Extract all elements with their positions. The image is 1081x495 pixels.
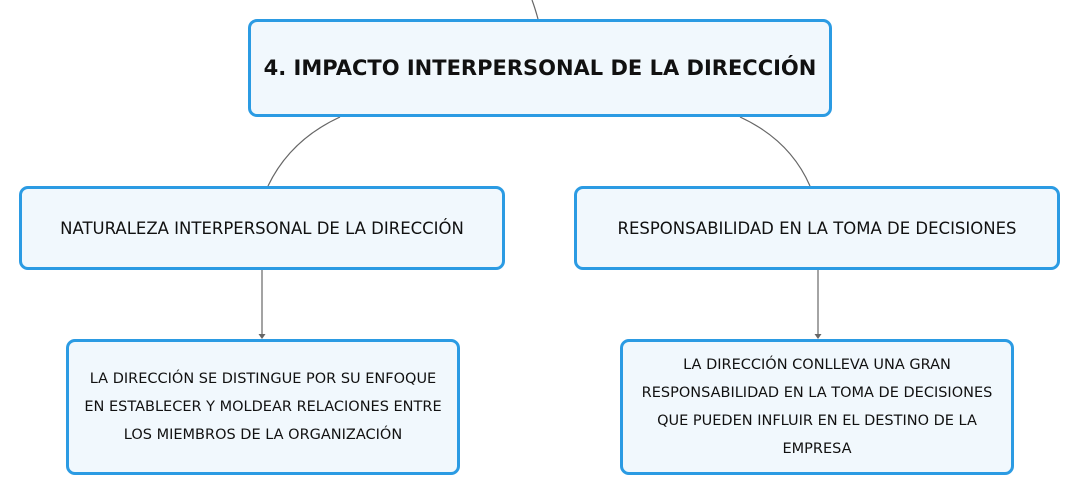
description-text-responsabilidad: LA DIRECCIÓN CONLLEVA UNA GRAN RESPONSAB… — [641, 357, 993, 457]
description-node-responsabilidad[interactable]: LA DIRECCIÓN CONLLEVA UNA GRAN RESPONSAB… — [620, 339, 1014, 475]
description-text-naturaleza: LA DIRECCIÓN SE DISTINGUE POR SU ENFOQUE… — [84, 371, 442, 443]
connector-left-arrowhead — [258, 334, 266, 339]
description-node-naturaleza[interactable]: LA DIRECCIÓN SE DISTINGUE POR SU ENFOQUE… — [66, 339, 460, 475]
branch-label-naturaleza: NATURALEZA INTERPERSONAL DE LA DIRECCIÓN — [60, 218, 464, 238]
branch-node-naturaleza[interactable]: NATURALEZA INTERPERSONAL DE LA DIRECCIÓN — [19, 186, 505, 270]
connector-parent-to-root — [531, 0, 539, 20]
root-topic-node[interactable]: 4. IMPACTO INTERPERSONAL DE LA DIRECCIÓN — [248, 19, 832, 117]
connector-right-arrowhead — [814, 334, 822, 339]
branch-label-responsabilidad: RESPONSABILIDAD EN LA TOMA DE DECISIONES — [617, 218, 1017, 238]
branch-node-responsabilidad[interactable]: RESPONSABILIDAD EN LA TOMA DE DECISIONES — [574, 186, 1060, 270]
root-topic-label: 4. IMPACTO INTERPERSONAL DE LA DIRECCIÓN — [263, 56, 817, 80]
connector-root-to-right-branch — [739, 116, 811, 187]
connector-root-to-left-branch — [267, 116, 341, 187]
